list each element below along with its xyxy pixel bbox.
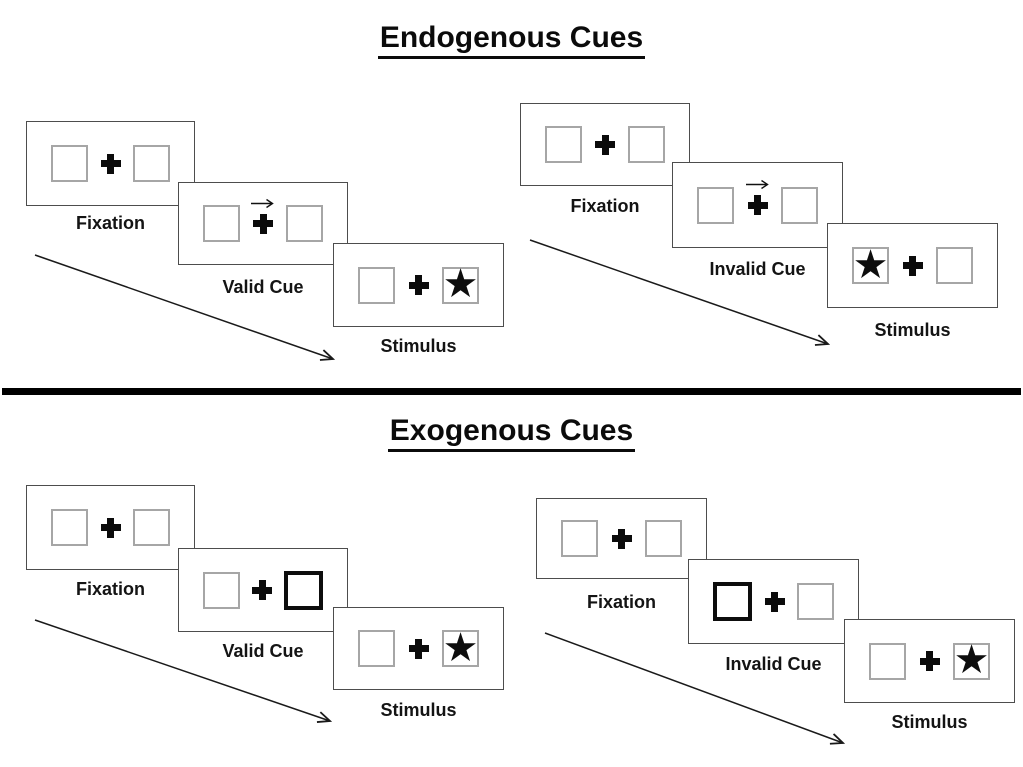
placeholder-box-left [545,126,582,163]
placeholder-box-left [358,630,395,667]
placeholder-box-right [133,145,170,182]
cue-direction-arrow-icon [745,179,769,190]
placeholder-box-right [781,186,818,224]
fixation-cross-icon [595,134,615,155]
stimulus-frame: ★ [333,607,504,690]
placeholder-box-right [286,205,323,242]
frame-label: Fixation [75,579,145,599]
frame-label: Invalid Cue [725,654,822,674]
timeline-arrow [34,254,342,368]
frame-label: Fixation [570,196,640,216]
frame-label: Stimulus [380,336,457,356]
placeholder-box-left [51,509,88,546]
fixation-frame [536,498,707,579]
fixation-cross-icon [611,528,632,549]
frame-label: Valid Cue [222,641,304,661]
fixation-cross-icon [919,651,940,671]
target-star-icon: ★ [953,637,990,683]
fixation-frame [520,103,690,186]
placeholder-box-left [203,205,240,242]
target-box: ★ [852,241,889,288]
placeholder-box-right [628,126,665,163]
cue-direction-arrow-icon [251,198,274,208]
placeholder-box-right [797,583,834,620]
section-divider [2,388,1021,395]
target-box: ★ [442,624,479,671]
fixation-cross-icon [251,198,274,234]
target-star-icon: ★ [852,241,889,288]
frame-label: Stimulus [891,712,968,732]
placeholder-box-left [203,571,240,609]
frame-label: Fixation [586,592,656,612]
placeholder-box-left [869,642,906,680]
fixation-cross-icon [100,517,121,538]
frame-label: Valid Cue [222,277,304,297]
timeline-arrow [544,632,852,752]
frame-label: Invalid Cue [709,259,806,279]
fixation-frame [26,121,195,206]
valid-cue-frame [178,182,348,265]
placeholder-box-right [936,247,973,284]
timeline-arrow [529,239,837,353]
fixation-cross-icon [100,153,121,174]
stimulus-frame: ★ [827,223,998,308]
section-title-exogenous: Exogenous Cues [0,414,1023,452]
frame-label: Stimulus [874,320,951,340]
fixation-cross-icon [745,179,769,215]
stimulus-frame: ★ [333,243,504,327]
placeholder-box-right [133,509,170,546]
target-star-icon: ★ [442,624,479,671]
stimulus-frame: ★ [844,619,1015,703]
timeline-arrow [34,619,340,730]
invalid-cue-frame [672,162,843,248]
fixation-cross-icon [764,591,785,612]
invalid-cue-frame [688,559,859,644]
placeholder-box-left [561,520,598,557]
section-title-endogenous: Endogenous Cues [0,21,1023,59]
target-box: ★ [442,261,479,307]
placeholder-box-left [358,266,395,304]
placeholder-box-left [697,186,734,224]
fixation-cross-icon [408,638,429,659]
target-star-icon: ★ [442,261,479,307]
fixation-cross-icon [902,255,923,276]
placeholder-box-left [51,145,88,182]
fixation-cross-icon [252,580,272,600]
cue-highlight-box-right [284,570,323,610]
frame-label: Stimulus [380,700,457,720]
frame-label: Fixation [75,213,145,233]
valid-cue-frame [178,548,348,632]
fixation-frame [26,485,195,570]
target-box: ★ [953,637,990,683]
fixation-cross-icon [408,275,429,295]
cue-highlight-box-left [713,582,752,621]
placeholder-box-right [645,520,682,557]
